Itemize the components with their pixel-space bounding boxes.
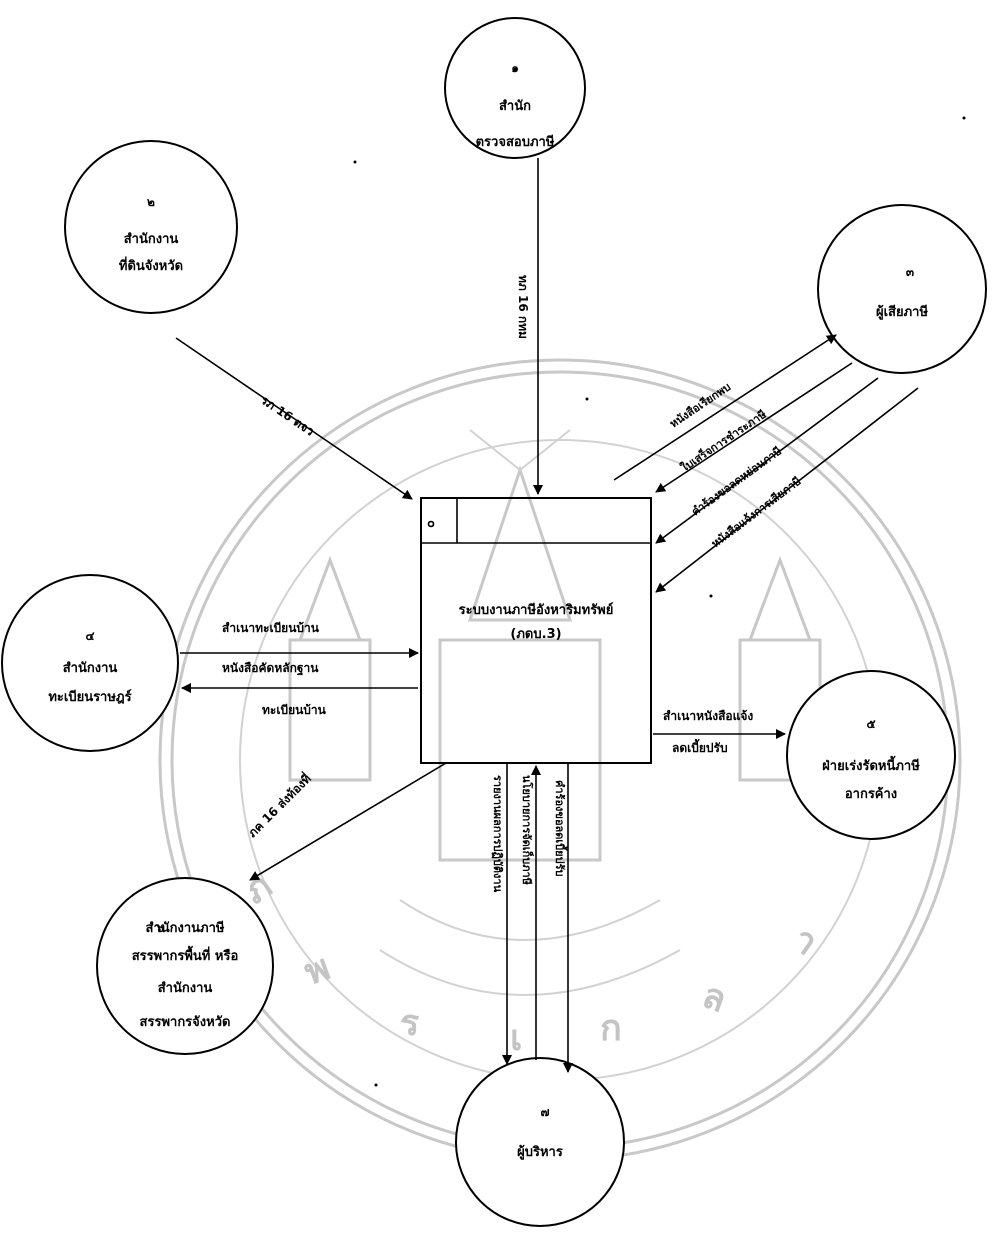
scan-speck — [353, 160, 357, 164]
entity-label: สำนักงาน — [63, 660, 118, 676]
entity-label: ผู้บริหาร — [517, 1144, 563, 1160]
entity-area-revenue-office: ๖ สำนักงานภาษี สรรพากรพื้นที่ หรือ สำนัก… — [96, 877, 274, 1055]
scan-speck — [585, 397, 589, 401]
entity-inspect-office: ๑ สำนัก ตรวจสอบภาษี — [444, 17, 586, 159]
entity-label: อากรค้าง — [845, 786, 897, 802]
scan-speck — [374, 1083, 378, 1087]
flow-label: นโยบายการจัดเก็บภาษี — [520, 775, 534, 886]
entity-label: ทะเบียนราษฎร์ — [48, 689, 131, 705]
university-seal-watermark: ภ พ ร เ ก ล า — [158, 358, 962, 1162]
scan-speck — [962, 116, 966, 120]
flow-inspect-to-process: ทภ 16 กทม — [516, 158, 543, 495]
flow-process-to-executive-extra: คำร้องขอลดเบี้ยปรับ — [553, 763, 573, 1073]
flow-label: หนังสือคัดหลักฐาน — [222, 661, 319, 676]
flow-process-to-receivables: สำเนาหนังสือแจ้ง ลดเบี้ยปรับ — [653, 709, 786, 755]
entity-number: ๖ — [155, 921, 164, 935]
entity-label: ฝ่ายเร่งรัดหนี้ภาษี — [822, 755, 920, 774]
entity-number: ๑ — [511, 61, 519, 75]
flow-label: ทภ 16 กทม — [516, 275, 530, 339]
entity-label: สรรพากรพื้นที่ หรือ — [132, 945, 239, 964]
process-title: ระบบงานภาษีอังหาริมทรัพย์ — [459, 602, 614, 618]
scan-speck — [709, 594, 713, 598]
entity-taxpayer: ๓ ผู้เสียภาษี — [817, 204, 987, 374]
flow-process-to-registration: หนังสือคัดหลักฐาน ทะเบียนบ้าน — [181, 661, 418, 717]
entity-label: ที่ดินจังหวัด — [119, 256, 183, 274]
flow-label: รายงานผลการปฏิบัติงาน — [491, 775, 504, 893]
entity-label: ตรวจสอบภาษี — [476, 134, 555, 150]
entity-number: ๗ — [540, 1105, 549, 1119]
svg-text:ล: ล — [697, 974, 732, 1021]
flow-label: ลดเบี้ยปรับ — [672, 738, 728, 755]
flow-label: สำเนาทะเบียนบ้าน — [222, 621, 320, 635]
entity-receivables-dept: ๕ ฝ่ายเร่งรัดหนี้ภาษี อากรค้าง — [786, 670, 956, 840]
flow-label: คำร้องขอลดเบี้ยปรับ — [553, 780, 568, 877]
flow-label: สำเนาหนังสือแจ้ง — [663, 709, 753, 723]
flow-taxpayer-letter: หนังสือแจ้งการเสียภาษี — [655, 387, 919, 593]
entity-label: สำนักงานภาษี — [146, 920, 225, 936]
entity-number: ๔ — [85, 629, 94, 643]
process-subtitle: (ภดบ.3) — [510, 627, 561, 642]
flow-label: ทะเบียนบ้าน — [262, 703, 327, 717]
flow-process-to-executive-report: รายงานผลการปฏิบัติงาน — [491, 763, 512, 1065]
entity-label: ผู้เสียภาษี — [876, 304, 928, 320]
entity-number: ๕ — [866, 717, 875, 731]
process-box: ๐ ระบบงานภาษีอังหาริมทรัพย์ (ภดบ.3) — [420, 497, 652, 764]
entity-land-office: ๒ สำนักงาน ที่ดินจังหวัด — [64, 140, 238, 314]
entity-label: สรรพากรจังหวัด — [140, 1015, 231, 1030]
svg-text:ก: ก — [600, 1007, 622, 1049]
entity-label: สำนักงาน — [158, 980, 213, 996]
entity-label: สำนัก — [499, 98, 531, 114]
flow-executive-to-process: นโยบายการจัดเก็บภาษี — [520, 765, 541, 1060]
svg-text:ร: ร — [400, 1002, 420, 1044]
flow-label: ภค 16 ส่งท้องที่ — [244, 770, 314, 840]
svg-text:พ: พ — [299, 946, 336, 994]
entity-label: สำนักงาน — [124, 231, 179, 247]
entity-number: ๒ — [147, 195, 155, 209]
entity-executive: ๗ ผู้บริหาร — [455, 1057, 625, 1227]
flow-registration-to-process: สำเนาทะเบียนบ้าน — [180, 621, 419, 658]
process-id: ๐ — [427, 516, 435, 531]
entity-number: ๓ — [906, 265, 914, 279]
svg-text:เ: เ — [510, 1017, 522, 1059]
svg-text:า: า — [785, 918, 826, 964]
flow-label: รภ 16 ตจว — [258, 393, 317, 439]
entity-registration-office: ๔ สำนักงาน ทะเบียนราษฎร์ — [1, 574, 179, 752]
